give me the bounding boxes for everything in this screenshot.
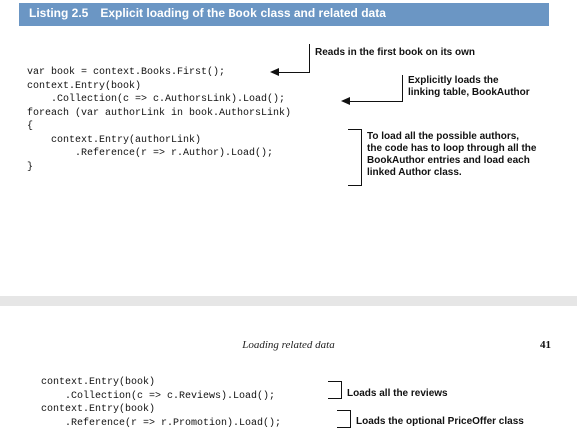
- listing-title-code: Book: [228, 7, 258, 21]
- callout-line: [402, 75, 403, 102]
- page-divider: [0, 296, 577, 306]
- page-running-title: Loading related data: [242, 339, 335, 351]
- callout-line: [309, 44, 310, 73]
- bracket-tick: [328, 398, 341, 399]
- code-line: foreach (var authorLink in book.AuthorsL…: [27, 107, 292, 119]
- code-line: {: [27, 121, 34, 132]
- code-line: .Collection(c => c.Reviews).Load();: [41, 390, 276, 402]
- bracket-line: [341, 381, 342, 399]
- callout-line: [349, 101, 402, 102]
- bracket-line: [350, 410, 351, 428]
- code-block-top: var book = context.Books.First(); context…: [27, 66, 291, 174]
- code-line: .Collection(c => c.AuthorsLink).Load();: [27, 94, 286, 105]
- bracket-tick: [348, 129, 361, 130]
- code-block-bottom: context.Entry(book) .Collection(c => c.R…: [41, 376, 281, 430]
- annotation-reads-first-book: Reads in the first book on its own: [315, 47, 476, 58]
- annotation-loads-price-offer: Loads the optional PriceOffer class: [356, 416, 524, 427]
- bracket-tick: [348, 185, 361, 186]
- code-line: context.Entry(book): [41, 404, 156, 415]
- arrow-left-icon: [341, 97, 350, 105]
- code-line: context.Entry(authorLink): [27, 134, 202, 146]
- bracket-tick: [337, 410, 350, 411]
- code-line: context.Entry(book): [27, 80, 142, 92]
- bracket-tick: [337, 427, 350, 428]
- code-line: .Reference(r => r.Author).Load();: [27, 148, 274, 159]
- code-line: }: [27, 161, 34, 173]
- code-line: context.Entry(book): [41, 377, 156, 388]
- code-line: .Reference(r => r.Promotion).Load();: [41, 417, 282, 429]
- bracket-tick: [328, 381, 341, 382]
- listing-header-bar: [19, 3, 549, 26]
- listing-label: Listing 2.5: [29, 6, 89, 20]
- annotation-load-authors: To load all the possible authors,the cod…: [367, 131, 537, 178]
- arrow-left-icon: [270, 68, 279, 76]
- listing-title-prefix: Explicit loading of the: [100, 6, 229, 20]
- page-number: 41: [540, 339, 551, 351]
- bracket-line: [361, 129, 362, 186]
- annotation-loads-reviews: Loads all the reviews: [347, 388, 448, 399]
- code-line: var book = context.Books.First();: [27, 67, 226, 78]
- listing-title-suffix: class and related data: [257, 6, 386, 20]
- callout-line: [278, 72, 309, 73]
